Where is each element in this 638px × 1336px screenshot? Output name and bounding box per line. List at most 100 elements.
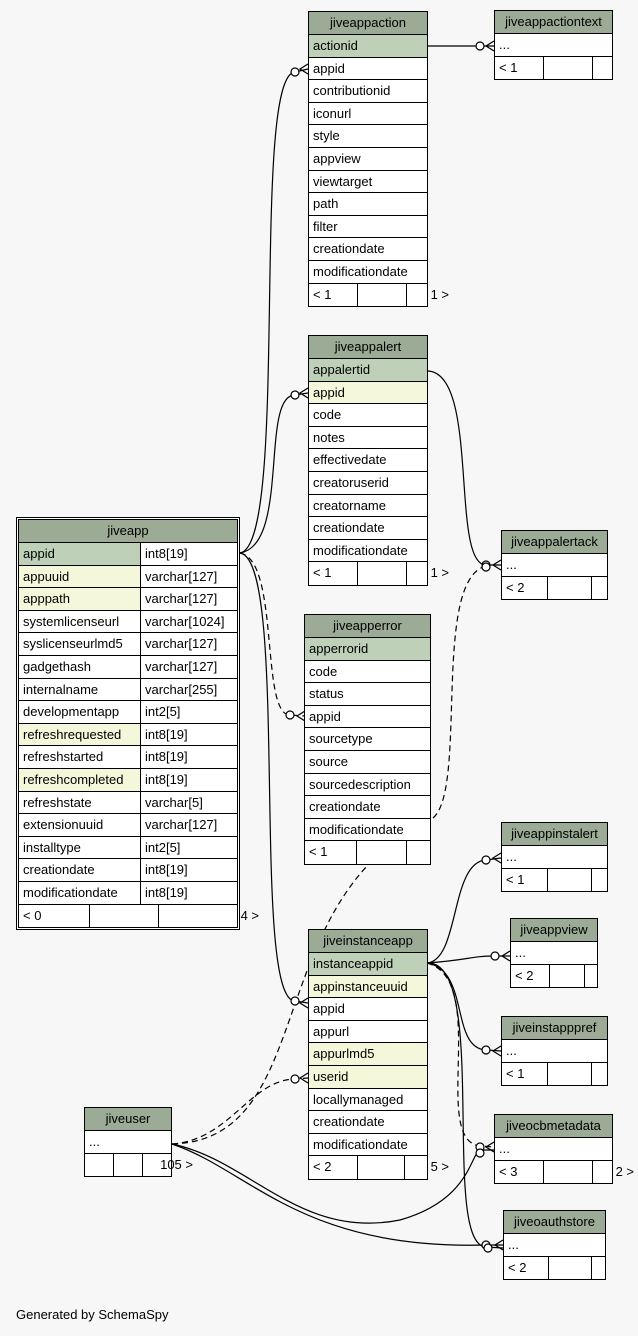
column-row[interactable]: appid [309, 381, 427, 405]
table-header: jiveoauthstore [504, 1211, 605, 1234]
column-row[interactable]: sourcetype [305, 728, 430, 751]
column-row[interactable]: ... [511, 942, 597, 965]
column-row[interactable]: creatoruserid [309, 472, 427, 495]
column-row[interactable]: code [305, 661, 430, 684]
column-type: int2[5] [140, 701, 237, 723]
table-jiveappview[interactable]: jiveappview ...< 2 [510, 918, 598, 989]
column-row[interactable]: appurl [309, 1021, 427, 1044]
column-row[interactable]: notes [309, 427, 427, 450]
column-row[interactable]: ... [502, 846, 607, 869]
table-jiveinstapppref[interactable]: jiveinstapppref ...< 1 [501, 1016, 608, 1087]
column-row[interactable]: source [305, 751, 430, 774]
column-row[interactable]: instanceappid [309, 953, 427, 976]
column-row[interactable]: ... [495, 34, 612, 57]
table-jiveuser[interactable]: jiveuser ...105 > [84, 1107, 193, 1178]
column-row[interactable]: modificationdate [309, 261, 427, 284]
column-row[interactable]: modificationdate [309, 540, 427, 563]
column-row[interactable]: userid [309, 1065, 427, 1089]
edge-app-appalert [239, 392, 309, 554]
column-row[interactable]: creatorname [309, 495, 427, 518]
column-row[interactable]: modificationdate [305, 819, 430, 842]
column-name: actionid [309, 35, 427, 57]
column-name: ... [506, 1043, 517, 1058]
column-name: contributionid [313, 83, 391, 99]
column-row[interactable]: ... [502, 554, 607, 577]
column-row[interactable]: apperrorid [305, 638, 430, 661]
column-row[interactable]: ... [495, 1138, 612, 1161]
column-row[interactable]: style [309, 125, 427, 148]
table-header: jiveapp [19, 520, 237, 543]
column-row[interactable]: code [309, 404, 427, 427]
column-row[interactable]: iconurl [309, 103, 427, 126]
column-row[interactable]: creationdate [309, 238, 427, 261]
column-row[interactable]: status [305, 683, 430, 706]
column-type: varchar[5] [140, 791, 237, 814]
column-row[interactable]: filter [309, 216, 427, 239]
column-row[interactable]: locallymanaged [309, 1089, 427, 1112]
column-row[interactable]: ... [504, 1234, 605, 1257]
table-jiveappinstalert[interactable]: jiveappinstalert ...< 1 [501, 822, 608, 893]
column-row[interactable]: path [309, 193, 427, 216]
column-row[interactable]: ... [85, 1131, 171, 1154]
column-name: modificationdate [313, 1136, 408, 1152]
parents-count: < 1 [313, 565, 332, 581]
edge-app-apperror [239, 552, 306, 717]
column-row[interactable]: modificationdate [309, 1134, 427, 1157]
rows-count [548, 1256, 591, 1280]
column-row[interactable]: appid [309, 58, 427, 81]
column-row[interactable]: appid [309, 998, 427, 1021]
column-name: notes [313, 429, 345, 445]
column-row[interactable]: contributionid [309, 80, 427, 103]
column-name: ... [499, 37, 510, 52]
column-row[interactable]: appview [309, 148, 427, 171]
column-row[interactable]: sourcedescription [305, 774, 430, 797]
column-name: appid [19, 543, 140, 565]
column-type: int8[19] [140, 746, 237, 768]
column-row[interactable]: appid [305, 706, 430, 729]
table-jiveappactiontext[interactable]: jiveappactiontext ...< 1 [494, 10, 613, 81]
column-row[interactable]: viewtarget [309, 171, 427, 194]
column-name: internalname [23, 681, 99, 697]
column-type: int8[19] [140, 543, 237, 565]
column-row[interactable]: effectivedate [309, 449, 427, 472]
parents-count: < 1 [506, 871, 525, 887]
table-jiveoauthstore[interactable]: jiveoauthstore ...< 2 [503, 1210, 606, 1281]
column-row[interactable]: creationdate [309, 517, 427, 540]
table-jiveappalertack[interactable]: jiveappalertack ...< 2 [501, 530, 608, 601]
column-type: varchar[1024] [140, 610, 237, 633]
column-name: gadgethash [23, 658, 91, 674]
column-row[interactable]: creationdate [309, 1111, 427, 1134]
column-row[interactable]: creationdate [305, 796, 430, 819]
column-row[interactable]: ... [502, 1040, 607, 1063]
rows-count [357, 283, 406, 307]
column-name: appurlmd5 [309, 1043, 427, 1065]
column-name: modificationdate [313, 542, 408, 558]
column-row[interactable]: appinstanceuuid [309, 975, 427, 999]
edge-inst-instapppref [426, 962, 502, 1052]
column-row[interactable]: actionid [309, 35, 427, 58]
column-row[interactable]: appurlmd5 [309, 1043, 427, 1066]
column-row[interactable]: appalertid [309, 359, 427, 382]
